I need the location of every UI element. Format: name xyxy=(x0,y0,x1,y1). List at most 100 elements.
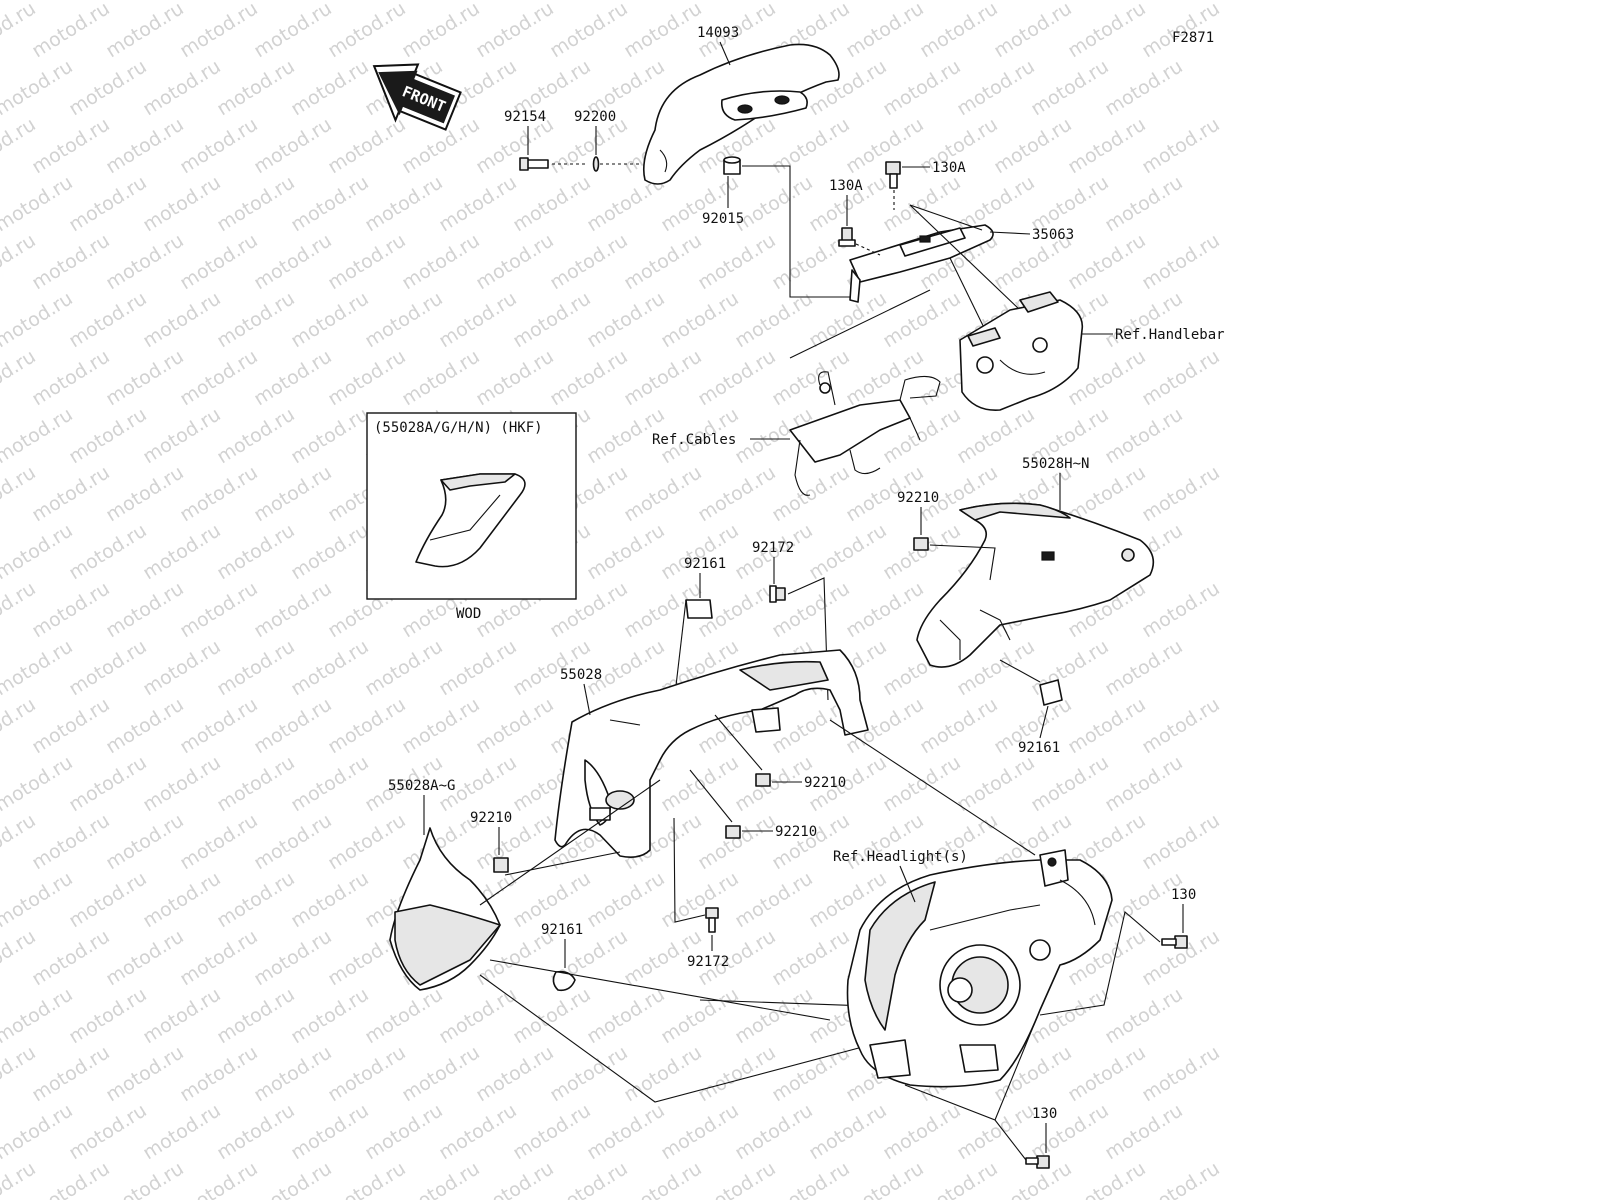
watermark-text: motod.ru xyxy=(250,809,336,874)
watermark-text: motod.ru xyxy=(472,693,558,758)
watermark-text: motod.ru xyxy=(694,809,780,874)
watermark-text: motod.ru xyxy=(65,751,151,816)
watermark-text: motod.ru xyxy=(65,519,151,584)
watermark-text: motod.ru xyxy=(1064,1041,1150,1106)
cover-14093 xyxy=(642,43,840,185)
watermark-text: motod.ru xyxy=(250,925,336,990)
screw-92172-a xyxy=(769,585,786,603)
watermark-text: motod.ru xyxy=(287,635,373,700)
watermark-text: motod.ru xyxy=(102,809,188,874)
watermark-text: motod.ru xyxy=(768,925,854,990)
watermark-text: motod.ru xyxy=(250,1157,336,1200)
watermark-text: motod.ru xyxy=(1064,1157,1150,1200)
watermark-text: motod.ru xyxy=(0,1099,77,1164)
watermark-text: motod.ru xyxy=(1138,1157,1224,1200)
watermark-text: motod.ru xyxy=(361,0,447,4)
watermark-text: motod.ru xyxy=(953,171,1039,236)
watermark-text: motod.ru xyxy=(472,1041,558,1106)
bolt-92154 xyxy=(519,157,549,171)
watermark-text: motod.ru xyxy=(1138,113,1224,178)
watermark-text: motod.ru xyxy=(324,1157,410,1200)
label-55028: 55028 xyxy=(560,667,602,683)
watermark-text: motod.ru xyxy=(1101,171,1187,236)
watermark-text: motod.ru xyxy=(102,345,188,410)
watermark-text: motod.ru xyxy=(1101,1099,1187,1164)
watermark-text: motod.ru xyxy=(102,229,188,294)
label-35063: 35063 xyxy=(1032,227,1074,243)
label-92161-b: 92161 xyxy=(1018,740,1060,756)
watermark-text: motod.ru xyxy=(287,287,373,352)
watermark-text: motod.ru xyxy=(990,0,1076,62)
watermark-text: motod.ru xyxy=(176,461,262,526)
watermark-text: motod.ru xyxy=(324,1041,410,1106)
watermark-text: motod.ru xyxy=(916,0,1002,62)
watermark-text: motod.ru xyxy=(65,867,151,932)
watermark-text: motod.ru xyxy=(0,519,77,584)
label-92161-a: 92161 xyxy=(684,556,726,572)
watermark-text: motod.ru xyxy=(842,113,928,178)
watermark-text: motod.ru xyxy=(0,983,77,1048)
watermark-text: motod.ru xyxy=(139,287,225,352)
watermark-text: motod.ru xyxy=(398,1041,484,1106)
watermark-text: motod.ru xyxy=(1027,55,1113,120)
watermark-text: motod.ru xyxy=(287,751,373,816)
label-14093: 14093 xyxy=(697,25,739,41)
watermark-text: motod.ru xyxy=(102,1157,188,1200)
watermark-text: motod.ru xyxy=(398,693,484,758)
watermark-text: motod.ru xyxy=(0,1157,40,1200)
watermark-text: motod.ru xyxy=(1101,55,1187,120)
watermark-text: motod.ru xyxy=(768,113,854,178)
watermark-text: motod.ru xyxy=(65,983,151,1048)
watermark-text: motod.ru xyxy=(102,1041,188,1106)
watermark-text: motod.ru xyxy=(1138,925,1224,990)
watermark-text: motod.ru xyxy=(435,171,521,236)
watermark-text: motod.ru xyxy=(176,229,262,294)
nut-92210-c xyxy=(725,825,741,839)
label-ref-cables: Ref.Cables xyxy=(652,432,736,448)
watermark-text: motod.ru xyxy=(287,0,373,4)
watermark-text: motod.ru xyxy=(139,519,225,584)
watermark-text: motod.ru xyxy=(546,345,632,410)
watermark-text: motod.ru xyxy=(620,461,706,526)
watermark-text: motod.ru xyxy=(28,113,114,178)
label-130A-right: 130A xyxy=(932,160,966,176)
watermark-text: motod.ru xyxy=(0,287,77,352)
watermark-text: motod.ru xyxy=(879,519,965,584)
watermark-text: motod.ru xyxy=(768,1041,854,1106)
label-92172-a: 92172 xyxy=(752,540,794,556)
watermark-text: motod.ru xyxy=(509,0,595,4)
watermark-text: motod.ru xyxy=(176,809,262,874)
watermark-text: motod.ru xyxy=(250,113,336,178)
watermark-text: motod.ru xyxy=(287,519,373,584)
watermark-text: motod.ru xyxy=(250,693,336,758)
watermark-text: motod.ru xyxy=(102,113,188,178)
watermark-text: motod.ru xyxy=(139,635,225,700)
watermark-text: motod.ru xyxy=(657,983,743,1048)
pad-92161-b xyxy=(1039,679,1063,706)
watermark-text: motod.ru xyxy=(176,693,262,758)
pad-92161-a xyxy=(685,599,713,619)
watermark-text: motod.ru xyxy=(509,171,595,236)
label-130-right: 130 xyxy=(1171,887,1196,903)
watermark-text: motod.ru xyxy=(28,0,114,62)
label-55028AG: 55028A~G xyxy=(388,778,455,794)
watermark-text: motod.ru xyxy=(546,1157,632,1200)
label-92200: 92200 xyxy=(574,109,616,125)
nut-92210-a xyxy=(913,537,929,551)
watermark-text: motod.ru xyxy=(250,345,336,410)
watermark-text: motod.ru xyxy=(694,345,780,410)
watermark-text: motod.ru xyxy=(361,287,447,352)
watermark-text: motod.ru xyxy=(620,1157,706,1200)
watermark-text: motod.ru xyxy=(1064,113,1150,178)
watermark-text: motod.ru xyxy=(0,0,77,4)
watermark-text: motod.ru xyxy=(805,519,891,584)
watermark-text: motod.ru xyxy=(1138,693,1224,758)
watermark-text: motod.ru xyxy=(657,751,743,816)
watermark-text: motod.ru xyxy=(0,171,77,236)
watermark-text: motod.ru xyxy=(250,229,336,294)
watermark-text: motod.ru xyxy=(361,983,447,1048)
watermark-text: motod.ru xyxy=(1138,229,1224,294)
watermark-text: motod.ru xyxy=(139,403,225,468)
watermark-text: motod.ru xyxy=(657,287,743,352)
cover-55028HN xyxy=(916,502,1155,668)
